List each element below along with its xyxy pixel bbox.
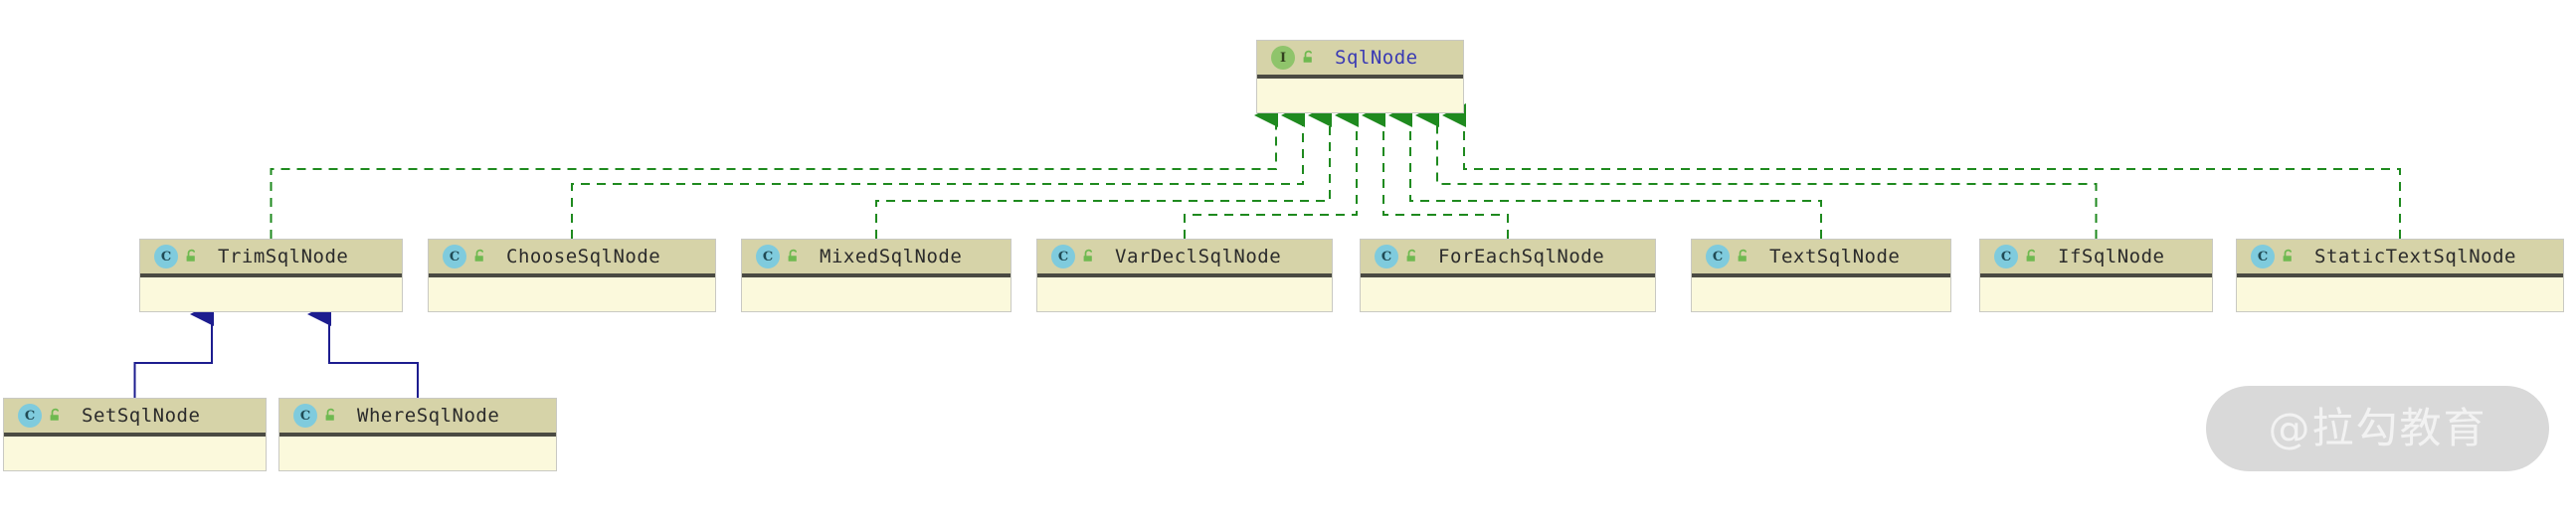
open-padlock-icon [2018,249,2040,265]
node-header: C StaticTextSqlNode [2237,240,2563,277]
realization-edge-textsqlnode-to-sqlnode [1388,103,1822,239]
class-badge-icon: C [154,245,178,268]
node-members-compartment [140,277,402,309]
node-members-compartment [1980,277,2212,309]
node-header: I SqlNode [1257,41,1463,79]
realization-edge-trimsqlnode-to-sqlnode [270,103,1278,239]
node-header: C ForEachSqlNode [1361,240,1655,277]
node-header: C SetSqlNode [4,399,266,437]
open-padlock-icon [1075,249,1097,265]
realization-edge-statictextsqlnode-to-sqlnode [1442,103,2401,239]
node-header: C TrimSqlNode [140,240,402,277]
node-members-compartment [1257,79,1463,110]
node-title: VarDeclSqlNode [1115,245,1282,267]
realization-edge-foreachsqlnode-to-sqlnode [1362,103,1509,239]
node-members-compartment [1037,277,1332,309]
class-badge-icon: C [756,245,780,268]
generalization-edge-setsqlnode-to-trimsqlnode [133,302,214,398]
node-title: IfSqlNode [2058,245,2165,267]
class-badge-icon: C [293,404,317,428]
open-padlock-icon [42,408,64,424]
uml-class-node-mixedsqlnode[interactable]: C MixedSqlNode [741,239,1012,312]
uml-class-node-wheresqlnode[interactable]: C WhereSqlNode [278,398,557,471]
open-padlock-icon [178,249,200,265]
node-title: WhereSqlNode [357,404,500,427]
node-members-compartment [2237,277,2563,309]
realization-edge-choosesqlnode-to-sqlnode [571,103,1305,239]
node-header: C MixedSqlNode [742,240,1011,277]
class-badge-icon: C [18,404,42,428]
node-members-compartment [429,277,715,309]
node-members-compartment [279,437,556,468]
node-header: C IfSqlNode [1980,240,2212,277]
node-title: SqlNode [1335,46,1418,69]
node-members-compartment [1361,277,1655,309]
node-title: ForEachSqlNode [1438,245,1605,267]
class-badge-icon: C [2251,245,2275,268]
node-title: StaticTextSqlNode [2314,245,2516,267]
uml-class-node-setsqlnode[interactable]: C SetSqlNode [3,398,267,471]
uml-class-node-trimsqlnode[interactable]: C TrimSqlNode [139,239,403,312]
node-header: C TextSqlNode [1692,240,1950,277]
realization-edge-mixedsqlnode-to-sqlnode [875,103,1332,239]
node-title: SetSqlNode [82,404,201,427]
node-header: C VarDeclSqlNode [1037,240,1332,277]
open-padlock-icon [1295,50,1317,66]
realization-edge-vardeclsqlnode-to-sqlnode [1184,103,1359,239]
generalization-edge-wheresqlnode-to-trimsqlnode [307,302,419,398]
open-padlock-icon [1730,249,1751,265]
class-badge-icon: C [1994,245,2018,268]
node-members-compartment [4,437,266,468]
watermark-label: @拉勾教育 [2268,404,2487,452]
uml-class-node-foreachsqlnode[interactable]: C ForEachSqlNode [1360,239,1656,312]
uml-interface-node-sqlnode[interactable]: I SqlNode [1256,40,1464,113]
node-header: C ChooseSqlNode [429,240,715,277]
uml-class-node-vardeclsqlnode[interactable]: C VarDeclSqlNode [1036,239,1333,312]
open-padlock-icon [2275,249,2297,265]
realization-edges [270,103,2401,239]
uml-class-node-choosesqlnode[interactable]: C ChooseSqlNode [428,239,716,312]
class-badge-icon: C [1051,245,1075,268]
uml-class-node-ifsqlnode[interactable]: C IfSqlNode [1979,239,2213,312]
watermark: @拉勾教育 [2206,386,2549,471]
uml-class-node-textsqlnode[interactable]: C TextSqlNode [1691,239,1951,312]
open-padlock-icon [466,249,488,265]
node-members-compartment [1692,277,1950,309]
uml-class-node-statictextsqlnode[interactable]: C StaticTextSqlNode [2236,239,2564,312]
realization-edge-ifsqlnode-to-sqlnode [1415,103,2098,239]
class-badge-icon: C [1375,245,1398,268]
node-title: TextSqlNode [1769,245,1901,267]
node-title: TrimSqlNode [218,245,349,267]
open-padlock-icon [1398,249,1420,265]
class-badge-icon: C [443,245,466,268]
node-title: ChooseSqlNode [506,245,661,267]
open-padlock-icon [317,408,339,424]
open-padlock-icon [780,249,802,265]
generalization-edges [133,302,419,398]
node-title: MixedSqlNode [820,245,963,267]
node-members-compartment [742,277,1011,309]
node-header: C WhereSqlNode [279,399,556,437]
class-badge-icon: C [1706,245,1730,268]
interface-badge-icon: I [1271,46,1295,70]
